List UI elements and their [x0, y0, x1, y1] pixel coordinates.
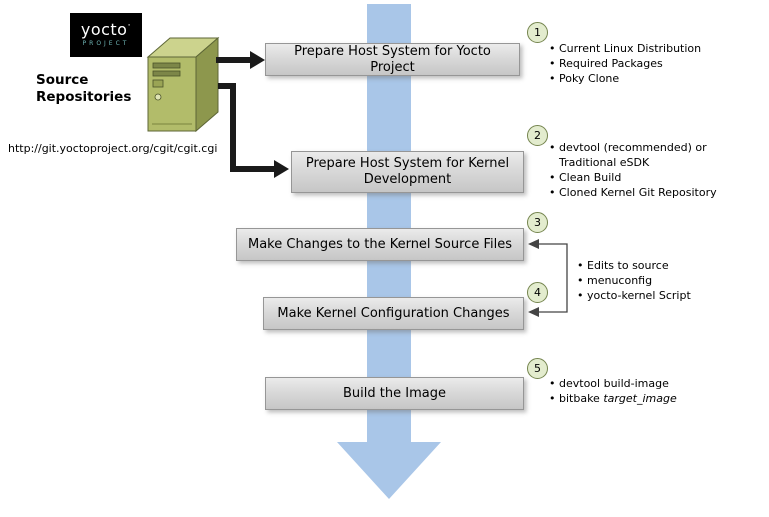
steps-3-4-shared-bullets: Edits to source menuconfig yocto-kernel …	[576, 258, 741, 303]
server-icon	[146, 36, 220, 133]
step-5-bullets: devtool build-image bitbake target_image	[548, 376, 743, 406]
step-box-prepare-host-yocto: Prepare Host System for Yocto Project	[265, 43, 520, 76]
yocto-logo-dot: ·	[127, 20, 132, 32]
step-badge-2: 2	[527, 125, 548, 146]
arrow-to-step-1	[216, 51, 265, 69]
bullet-item: yocto-kernel Script	[576, 288, 741, 303]
bullet-item: Clean Build	[548, 170, 728, 185]
connector-steps-3-4	[528, 239, 568, 317]
step-1-bullets: Current Linux Distribution Required Pack…	[548, 41, 743, 86]
yocto-logo-wordmark: yocto·	[80, 20, 132, 39]
bullet-item: Required Packages	[548, 56, 743, 71]
step-2-bullets: devtool (recommended) or Traditional eSD…	[548, 140, 728, 200]
arrow-to-step-2	[218, 83, 289, 178]
yocto-logo-subtitle: PROJECT	[82, 40, 130, 47]
step-badge-1: 1	[527, 22, 548, 43]
bullet-item: bitbake target_image	[548, 391, 743, 406]
step-badge-4: 4	[527, 282, 548, 303]
bullet-item: Cloned Kernel Git Repository	[548, 185, 728, 200]
step-badge-3: 3	[527, 212, 548, 233]
step-box-make-source-changes: Make Changes to the Kernel Source Files	[236, 228, 524, 261]
step-box-build-image: Build the Image	[265, 377, 524, 410]
bullet-item: Edits to source	[576, 258, 741, 273]
bullet-item: menuconfig	[576, 273, 741, 288]
bullet-item: Current Linux Distribution	[548, 41, 743, 56]
step-badge-5: 5	[527, 358, 548, 379]
yocto-logo: yocto· PROJECT	[70, 13, 142, 57]
bullet-item: Poky Clone	[548, 71, 743, 86]
bullet-item: devtool build-image	[548, 376, 743, 391]
bullet-item: devtool (recommended) or Traditional eSD…	[548, 140, 728, 170]
repository-url: http://git.yoctoproject.org/cgit/cgit.cg…	[8, 142, 218, 155]
step-box-prepare-host-kernel: Prepare Host System for Kernel Developme…	[291, 151, 524, 193]
step-box-make-config-changes: Make Kernel Configuration Changes	[263, 297, 524, 330]
source-repositories-label: Source Repositories	[36, 72, 132, 105]
